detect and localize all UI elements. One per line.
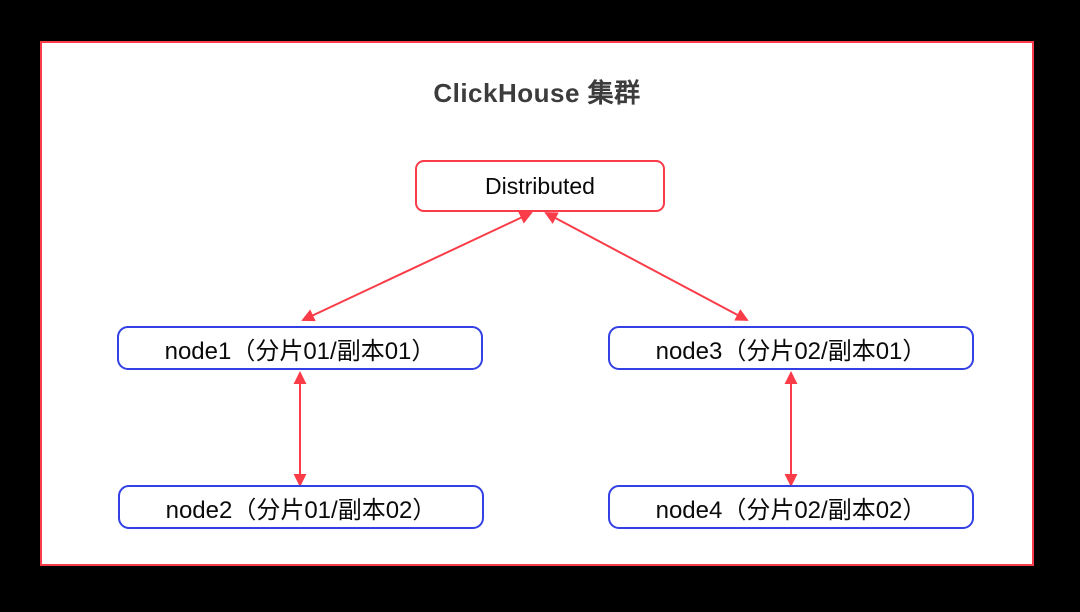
node3-box: node3（分片02/副本01） xyxy=(608,326,974,370)
distributed-box: Distributed xyxy=(415,160,665,212)
edge-distributed-node3 xyxy=(544,212,749,321)
node4-box: node4（分片02/副本02） xyxy=(608,485,974,529)
node1-label: node1（分片01/副本01） xyxy=(164,337,436,365)
diagram-title: ClickHouse 集群 xyxy=(433,78,641,108)
node2-label: node2（分片01/副本02） xyxy=(165,496,437,524)
distributed-label: Distributed xyxy=(485,172,595,199)
node3-label: node3（分片02/副本01） xyxy=(655,337,927,365)
node4-label: node4（分片02/副本02） xyxy=(655,496,927,524)
node2-box: node2（分片01/副本02） xyxy=(118,485,484,529)
edge-distributed-node1 xyxy=(301,211,533,322)
diagram-panel: ClickHouse 集群 Distributed node1（分片01/副本0… xyxy=(40,41,1034,566)
node1-box: node1（分片01/副本01） xyxy=(117,326,483,370)
